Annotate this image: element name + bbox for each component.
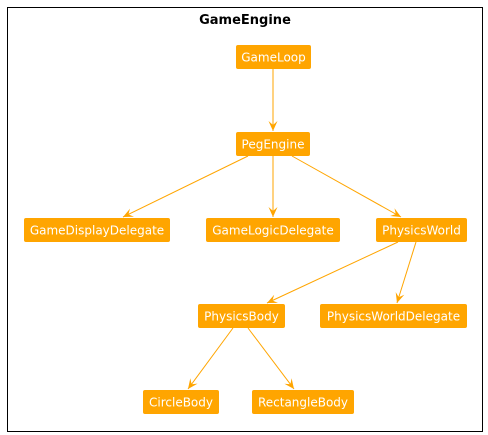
node-label: PegEngine xyxy=(242,138,305,152)
edge-gameloop-to-pegengine xyxy=(268,69,278,131)
edge-pegengine-to-gamelogicdelegate xyxy=(268,156,278,217)
node-box xyxy=(24,218,170,242)
arrowhead-icon xyxy=(284,378,294,389)
node-box xyxy=(198,304,285,328)
node-box xyxy=(236,45,311,69)
package-title: GameEngine xyxy=(199,13,291,28)
edge-line xyxy=(122,155,249,218)
arrowhead-icon xyxy=(188,378,198,389)
arrowhead-icon xyxy=(123,208,134,217)
edge-line xyxy=(291,155,402,218)
node-box xyxy=(320,304,467,328)
edge-physicsbody-to-rectanglebody xyxy=(247,327,295,390)
node-label: RectangleBody xyxy=(258,396,348,410)
node-label: CircleBody xyxy=(149,396,213,410)
node-label: GameLogicDelegate xyxy=(212,224,334,238)
node-physicsbody[interactable]: PhysicsBody xyxy=(198,304,285,328)
node-physicsworlddelegate[interactable]: PhysicsWorldDelegate xyxy=(320,304,467,328)
edge-pegengine-to-physicsworld xyxy=(291,155,402,218)
node-label: GameDisplayDelegate xyxy=(30,224,164,238)
edge-pegengine-to-gamedisplaydelegate xyxy=(122,155,249,218)
arrowhead-icon xyxy=(390,208,401,217)
node-gamelogicdelegate[interactable]: GameLogicDelegate xyxy=(206,218,340,242)
package-frame xyxy=(7,7,483,432)
arrowhead-icon xyxy=(267,294,278,303)
node-label: PhysicsWorld xyxy=(382,224,461,238)
node-label: PhysicsWorldDelegate xyxy=(327,310,460,324)
node-box xyxy=(376,218,467,242)
node-gameloop[interactable]: GameLoop xyxy=(236,45,311,69)
node-label: GameLoop xyxy=(241,51,306,65)
arrowhead-icon xyxy=(395,292,405,303)
edge-line xyxy=(396,241,417,304)
node-box xyxy=(206,218,340,242)
node-rectanglebody[interactable]: RectangleBody xyxy=(252,390,354,414)
node-label: PhysicsBody xyxy=(204,310,279,324)
arrowhead-icon xyxy=(268,121,278,131)
node-box xyxy=(252,390,354,414)
edges-layer xyxy=(122,69,417,390)
node-gamedisplaydelegate[interactable]: GameDisplayDelegate xyxy=(24,218,170,242)
node-circlebody[interactable]: CircleBody xyxy=(143,390,219,414)
node-box xyxy=(236,132,310,156)
edge-physicsworld-to-physicsworlddelegate xyxy=(395,241,417,304)
edge-line xyxy=(187,327,234,390)
edge-line xyxy=(266,241,399,304)
edge-physicsworld-to-physicsbody xyxy=(266,241,399,304)
edge-physicsbody-to-circlebody xyxy=(187,327,234,390)
node-physicsworld[interactable]: PhysicsWorld xyxy=(376,218,467,242)
node-box xyxy=(143,390,219,414)
node-pegengine[interactable]: PegEngine xyxy=(236,132,310,156)
edge-line xyxy=(247,327,295,390)
arrowhead-icon xyxy=(268,207,278,217)
